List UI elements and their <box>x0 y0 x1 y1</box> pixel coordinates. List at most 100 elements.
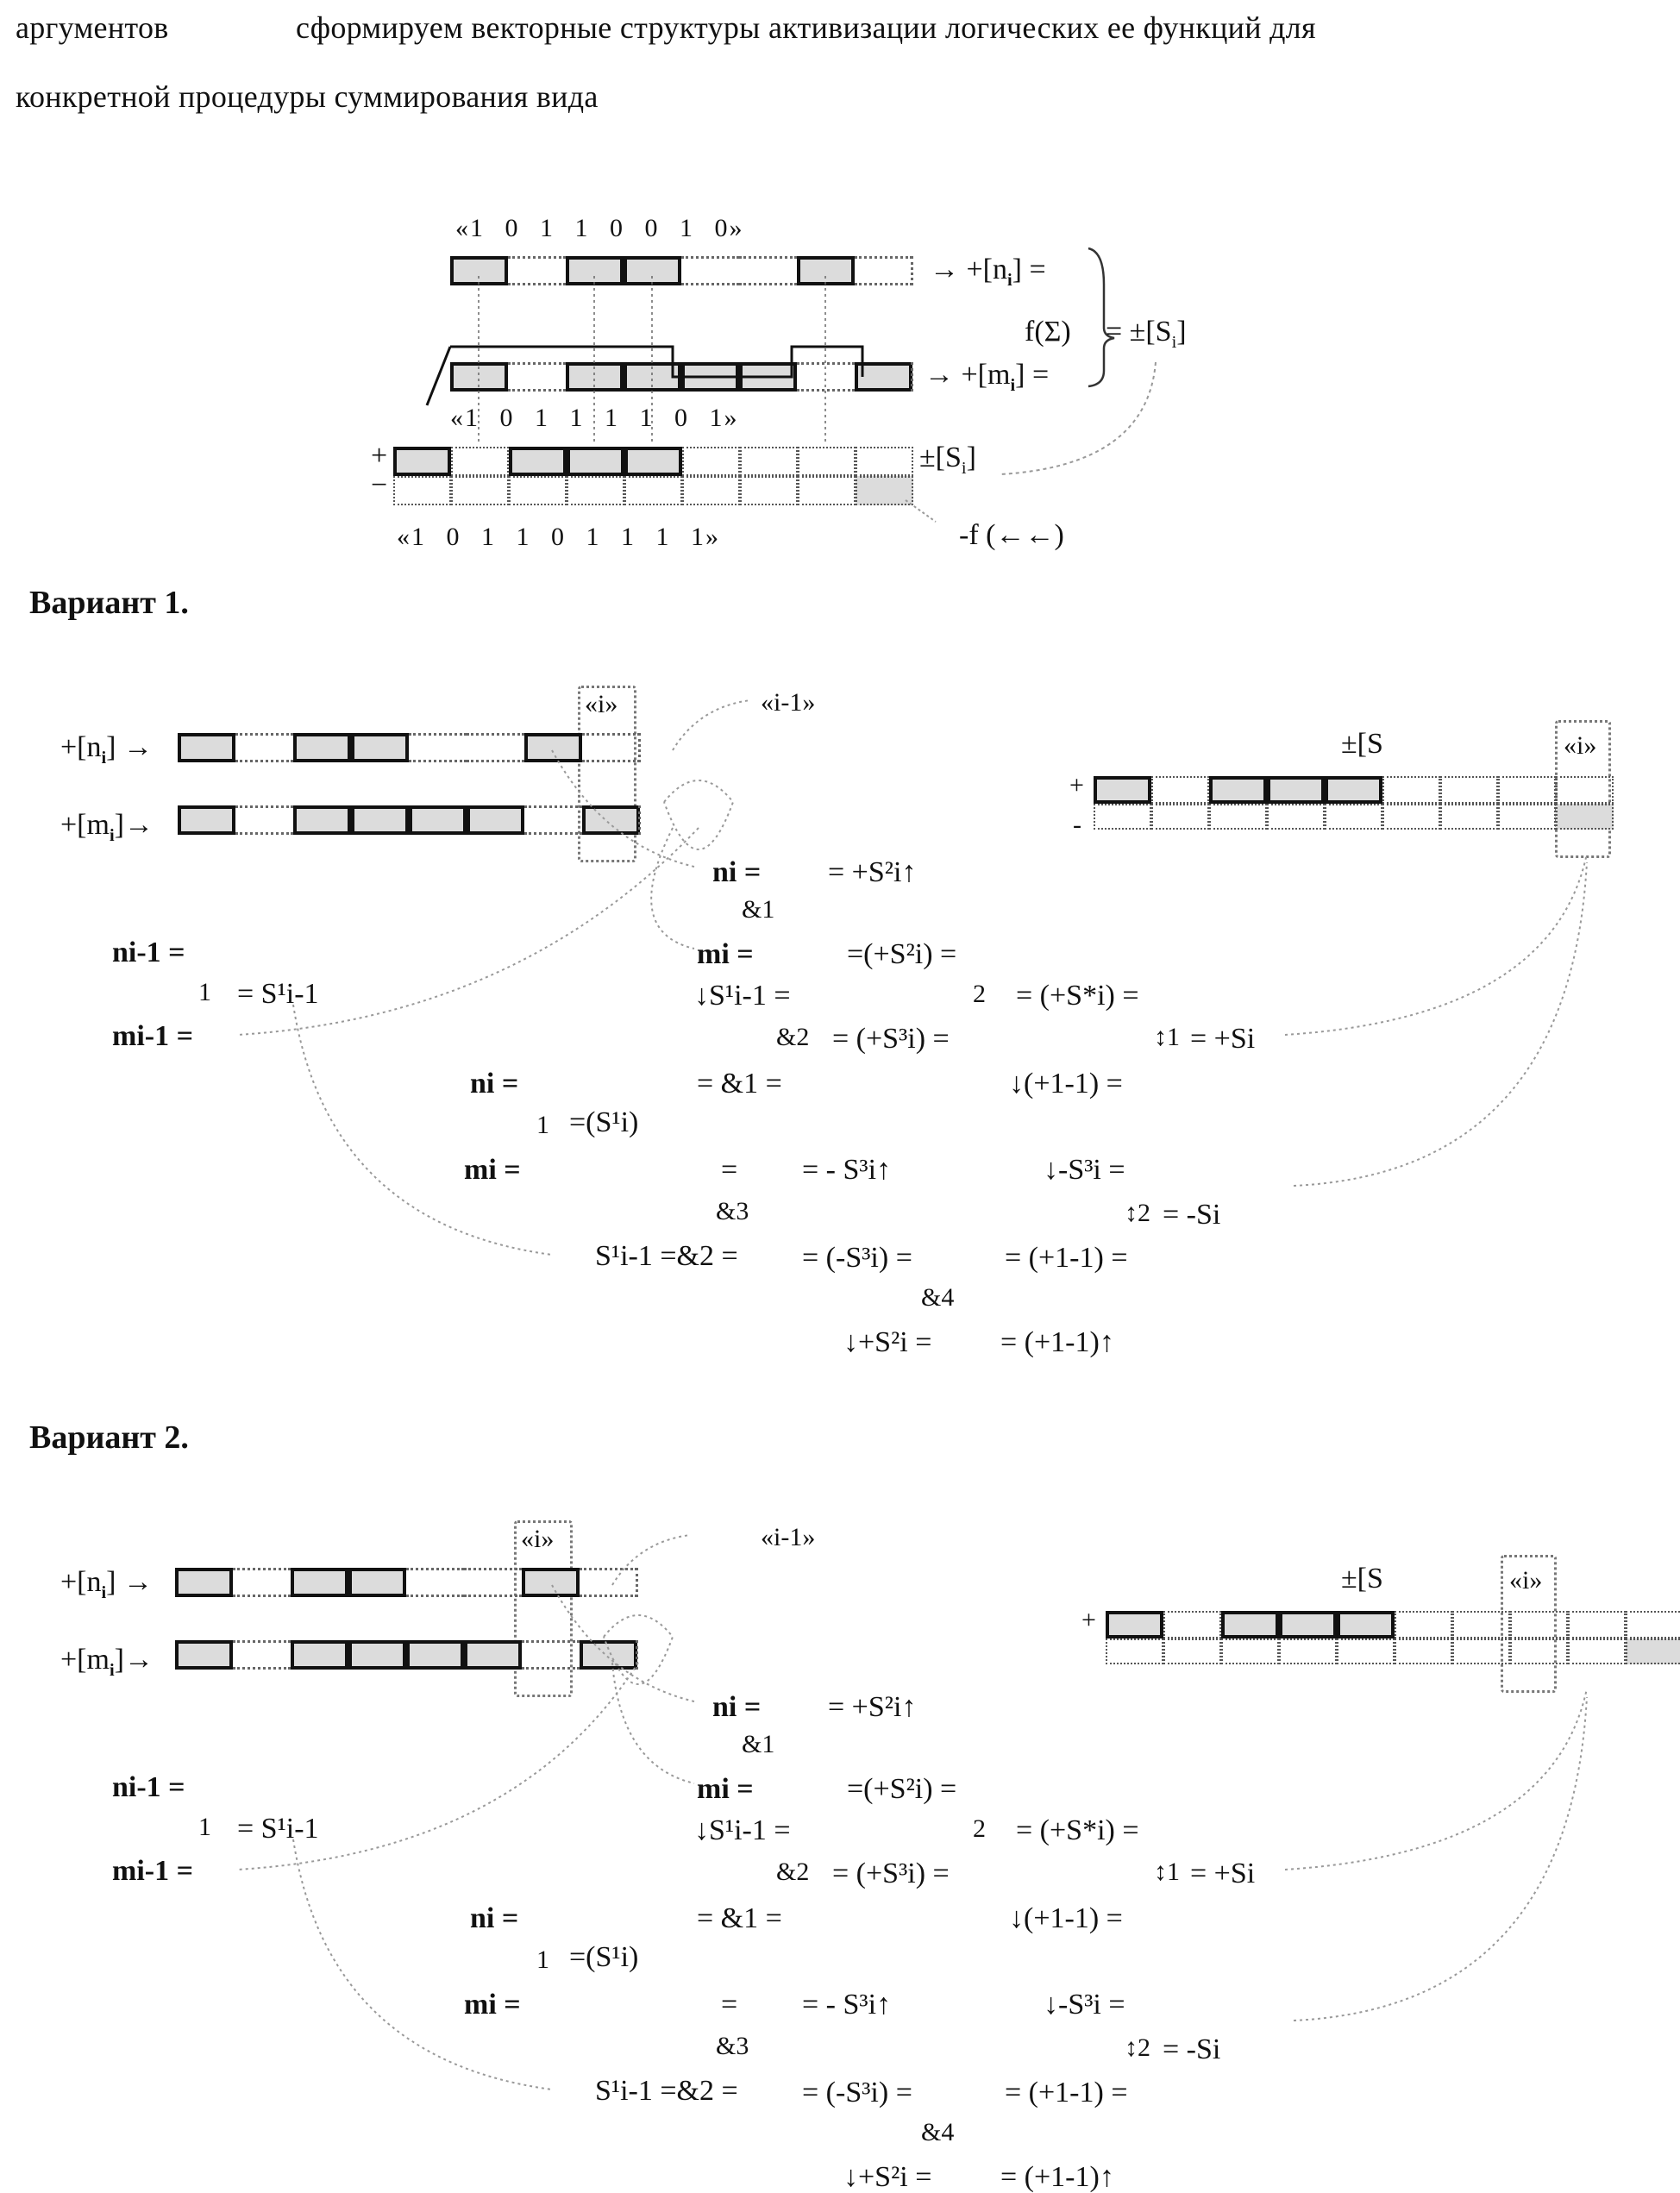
paragraph-line1-left: аргументов <box>16 10 169 45</box>
m-register-cell-0 <box>175 1640 233 1670</box>
plus-one-minus-one-2: = (+1-1) = <box>1005 2077 1128 2108</box>
plus-s-to-register <box>1284 1688 1588 1870</box>
s-minus-cell-7 <box>1498 804 1556 830</box>
s-plus-cell-4 <box>1325 776 1382 804</box>
s-plus-cell-3 <box>1267 776 1325 804</box>
and2-label: &2 <box>776 1023 810 1051</box>
s2-up: = +S²i↑ <box>828 856 917 888</box>
s-plus-cell-8 <box>1568 1611 1626 1638</box>
n-register-cell-1 <box>233 1568 291 1597</box>
mid-ni: ni = <box>470 1902 519 1934</box>
s2-low: ↓+S²i = <box>843 2161 932 2193</box>
intro-s-plus-cell-3 <box>567 447 624 476</box>
left-m-prev: mi-1 = <box>112 1020 193 1052</box>
variant-heading: Вариант 2. <box>29 1419 189 1456</box>
n-register-cell-6 <box>524 733 582 762</box>
swap1-op: ↕1 <box>1154 1023 1180 1051</box>
n-register-cell-6 <box>522 1568 580 1597</box>
intro-s-label: ±[Si] <box>919 442 976 478</box>
intro-m-end <box>911 362 913 392</box>
intro-m-cell-2 <box>566 362 624 392</box>
n-register-cell-2 <box>291 1568 348 1597</box>
s-result-label: = ±[Si] <box>1106 316 1187 352</box>
s-minus-cell-6 <box>1440 804 1498 830</box>
and4-label: &4 <box>921 2118 955 2146</box>
plus-s-result: = +Si <box>1190 1023 1256 1055</box>
n-register-cell-0 <box>175 1568 233 1597</box>
n-bits-label: «1 0 1 1 0 0 1 0» <box>455 214 744 242</box>
minus-s3-top: ↓-S³i = <box>1044 1989 1125 2021</box>
m-register-cell-6 <box>522 1640 580 1670</box>
s-index-label: «i» <box>1509 1566 1543 1595</box>
n-register-cell-1 <box>235 733 293 762</box>
intro-n-cell-5 <box>739 256 797 285</box>
n-register-cell-4 <box>406 1568 464 1597</box>
minus-s-result: = -Si <box>1163 2033 1221 2065</box>
s3-up: = - S³i↑ <box>802 1154 892 1186</box>
swap1-op: ↕1 <box>1154 1858 1180 1886</box>
index-label: «i» <box>585 690 618 718</box>
s2-low: ↓+S²i = <box>843 1326 932 1358</box>
m-register-cell-1 <box>235 805 293 835</box>
s-plus-cell-2 <box>1209 776 1267 804</box>
and1-label: &1 <box>742 1730 775 1758</box>
prev-index-label: «i-1» <box>761 1523 816 1551</box>
s-plus-cell-1 <box>1163 1611 1221 1638</box>
s-plus-cell-0 <box>1094 776 1151 804</box>
carry-arrow <box>425 346 452 406</box>
n-register-cell-7 <box>582 733 640 762</box>
s-plus-cell-9 <box>1626 1611 1680 1638</box>
intro-s-plus-cell-2 <box>509 447 567 476</box>
left-s1-prev: = S¹i-1 <box>237 1813 319 1845</box>
n-register-cell-7 <box>580 1568 637 1597</box>
intro-s-plus-cell-8 <box>856 447 913 476</box>
or2-op: 2 <box>973 980 986 1008</box>
intro-n-cell-7 <box>855 256 912 285</box>
intro-n-cell-2 <box>566 256 624 285</box>
s-plus-sign: + <box>1081 1606 1096 1634</box>
n-register-end <box>638 733 641 762</box>
s2-up: = +S²i↑ <box>828 1691 917 1723</box>
plus-one-minus-one-up: = (+1-1)↑ <box>1000 2161 1114 2193</box>
s1-prev-and2: S¹i-1 =&2 = <box>595 1240 738 1272</box>
swap2-op: ↕2 <box>1125 1199 1150 1227</box>
minus-s-to-register <box>1293 1696 1588 2021</box>
n-register-cell-3 <box>351 733 409 762</box>
s-minus-cell-1 <box>1163 1638 1221 1664</box>
m-register-cell-7 <box>580 1640 637 1670</box>
s-minus-cell-5 <box>1382 804 1440 830</box>
m-register-cell-3 <box>348 1640 406 1670</box>
intro-m-label: → +[mi] = <box>925 359 1050 395</box>
left-or-op: 1 <box>198 1813 211 1841</box>
intro-s-plus-cell-7 <box>798 447 856 476</box>
s3-mid: = (-S³i) = <box>802 1242 912 1274</box>
or2-op: 2 <box>973 1814 986 1843</box>
s-register-title: ±[S <box>1341 728 1383 760</box>
mid-mi: mi = <box>464 1154 521 1186</box>
n-register-cell-2 <box>293 733 351 762</box>
s-minus-cell-0 <box>1094 804 1151 830</box>
eq-sign: = <box>721 1154 738 1186</box>
intro-s-minus-cell-1 <box>451 476 509 505</box>
top-s1-prev: ↓S¹i-1 = <box>694 980 791 1012</box>
s3-plus: = (+S³i) = <box>832 1023 950 1055</box>
m-register-cell-0 <box>178 805 235 835</box>
intro-n-cell-4 <box>681 256 739 285</box>
plus-one-minus-one: ↓(+1-1) = <box>1009 1902 1123 1934</box>
s-minus-cell-6 <box>1452 1638 1510 1664</box>
s-plus-cell-2 <box>1221 1611 1279 1638</box>
plus-s-result: = +Si <box>1190 1858 1256 1889</box>
eq-sign: = <box>721 1989 738 2021</box>
s-star: = (+S*i) = <box>1016 980 1139 1012</box>
intro-m-cell-0 <box>450 362 508 392</box>
paragraph-line1-right: сформируем векторные структуры активизац… <box>296 10 1316 45</box>
s-minus-cell-3 <box>1267 804 1325 830</box>
s-plus-cell-6 <box>1452 1611 1510 1638</box>
to-prev-index <box>672 699 751 751</box>
intro-n-cell-1 <box>508 256 566 285</box>
m-register-cell-2 <box>291 1640 348 1670</box>
intro-s-minus-cell-5 <box>682 476 740 505</box>
top-s1-prev: ↓S¹i-1 = <box>694 1814 791 1846</box>
s3-up: = - S³i↑ <box>802 1989 892 2021</box>
